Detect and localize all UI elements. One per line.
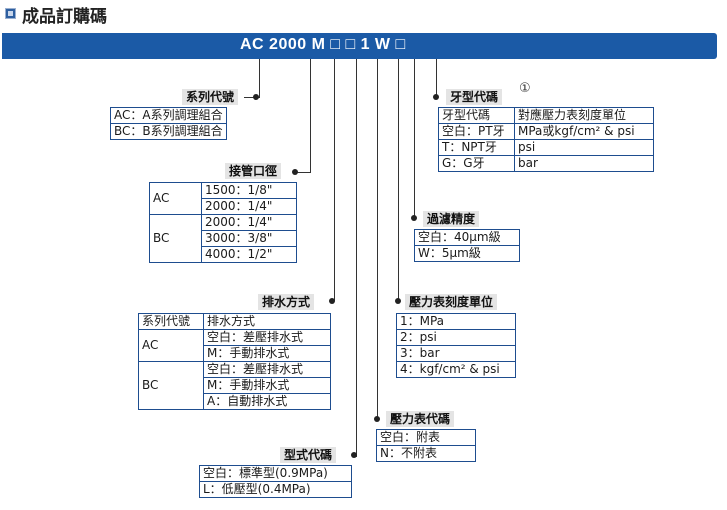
port-group-name: AC — [149, 182, 202, 215]
gauge-unit-row: 1：MPa — [396, 313, 516, 330]
gauge-code-table: 空白：附表 N：不附表 — [376, 429, 476, 462]
filter-table: 空白：40μm級 W：5μm級 — [414, 229, 520, 262]
drain-row: 空白：差壓排水式 — [203, 361, 331, 378]
thread-code: G：G牙 — [438, 155, 515, 172]
thread-unit: bar — [514, 155, 654, 172]
note-marker: ① — [519, 81, 531, 96]
drain-row: 空白：差壓排水式 — [203, 329, 331, 346]
model-code: AC 2000 M □ □ 1 W □ — [240, 36, 406, 53]
connector-port-h — [297, 172, 311, 173]
type-label: 型式代碼 — [280, 447, 337, 463]
gauge-unit-row: 2：psi — [396, 329, 516, 346]
thread-label: 牙型代碼 — [446, 89, 503, 105]
port-row: 2000：1/4" — [201, 214, 297, 231]
section-icon — [5, 8, 16, 19]
thread-unit: MPa或kgf/cm² & psi — [514, 123, 654, 140]
drain-group-name: AC — [138, 329, 204, 362]
filter-row: 空白：40μm級 — [414, 229, 520, 246]
port-row: 4000：1/2" — [201, 246, 297, 263]
filter-row: W：5μm級 — [414, 245, 520, 262]
gauge-code-row: N：不附表 — [376, 445, 476, 462]
connector-dot — [329, 298, 335, 304]
connector-gauge-code — [377, 59, 378, 421]
thread-code: T：NPT牙 — [438, 139, 515, 156]
connector-dot — [433, 94, 439, 100]
gauge-code-label: 壓力表代碼 — [386, 411, 455, 427]
drain-group-name: BC — [138, 361, 204, 410]
series-label: 系列代號 — [182, 89, 239, 105]
port-label: 接管口徑 — [225, 163, 282, 179]
drain-head: 排水方式 — [203, 313, 331, 330]
port-row: 2000：1/4" — [201, 198, 297, 215]
drain-row: A：自動排水式 — [203, 393, 331, 410]
thread-head: 對應壓力表刻度單位 — [514, 107, 654, 124]
type-row: 空白：標準型(0.9MPa) — [199, 465, 352, 482]
port-row: 3000：3/8" — [201, 230, 297, 247]
model-code-bar — [2, 33, 717, 59]
type-row: L：低壓型(0.4MPa) — [199, 481, 352, 498]
connector-dot — [292, 169, 298, 175]
series-row: AC：A系列調理組合 — [110, 107, 227, 124]
port-row: 1500：1/8" — [201, 182, 297, 199]
connector-gauge-unit — [398, 59, 399, 303]
connector-dot — [374, 416, 380, 422]
drain-table: 系列代號 排水方式 AC 空白：差壓排水式 M：手動排水式 BC 空白：差壓排水… — [138, 313, 331, 410]
series-row: BC：B系列調理組合 — [110, 123, 227, 140]
port-table: AC 1500：1/8" 2000：1/4" BC 2000：1/4" 3000… — [149, 182, 297, 263]
port-group-name: BC — [149, 214, 202, 263]
thread-table: 牙型代碼 對應壓力表刻度單位 空白：PT牙 MPa或kgf/cm² & psi … — [438, 107, 654, 172]
gauge-unit-row: 4：kgf/cm² & psi — [396, 361, 516, 378]
gauge-unit-table: 1：MPa 2：psi 3：bar 4：kgf/cm² & psi — [396, 313, 516, 378]
thread-unit: psi — [514, 139, 654, 156]
connector-type — [356, 59, 357, 457]
connector-series — [259, 59, 260, 97]
drain-row: M：手動排水式 — [203, 345, 331, 362]
connector-dot — [395, 298, 401, 304]
drain-head: 系列代號 — [138, 313, 204, 330]
drain-row: M：手動排水式 — [203, 377, 331, 394]
gauge-code-row: 空白：附表 — [376, 429, 476, 446]
thread-head: 牙型代碼 — [438, 107, 515, 124]
connector-dot — [351, 452, 357, 458]
connector-port — [310, 59, 311, 172]
connector-series-h — [244, 97, 260, 98]
connector-dot — [253, 94, 259, 100]
connector-filter — [414, 59, 415, 220]
thread-code: 空白：PT牙 — [438, 123, 515, 140]
page-title: 成品訂購碼 — [22, 7, 107, 27]
connector-thread — [436, 59, 437, 99]
series-table: AC：A系列調理組合 BC：B系列調理組合 — [110, 107, 227, 140]
gauge-unit-label: 壓力表刻度單位 — [405, 294, 498, 310]
type-table: 空白：標準型(0.9MPa) L：低壓型(0.4MPa) — [199, 465, 352, 498]
filter-label: 過濾精度 — [423, 211, 480, 227]
connector-drain — [334, 59, 335, 301]
gauge-unit-row: 3：bar — [396, 345, 516, 362]
drain-label: 排水方式 — [258, 294, 315, 310]
connector-dot — [411, 215, 417, 221]
